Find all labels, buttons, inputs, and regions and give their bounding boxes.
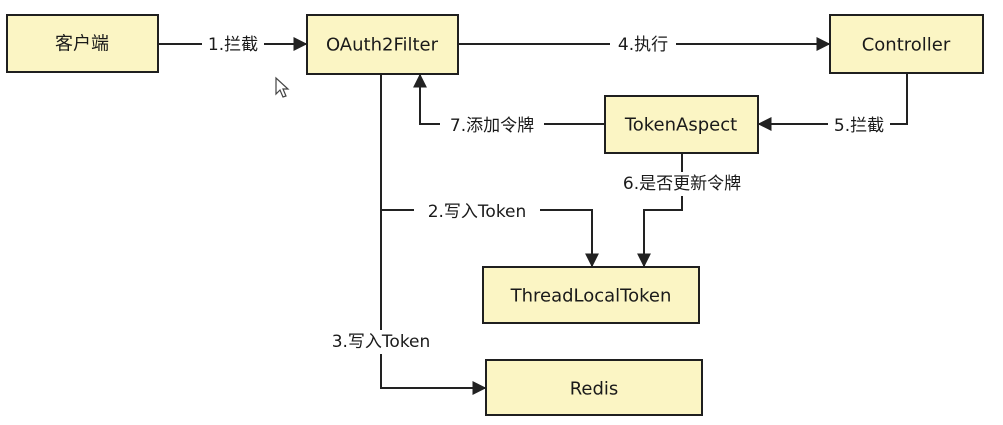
mouse-cursor-icon xyxy=(275,76,290,98)
node-client: 客户端 xyxy=(6,14,159,73)
svg-text:5.拦截: 5.拦截 xyxy=(834,116,884,136)
svg-text:4.执行: 4.执行 xyxy=(618,35,668,55)
svg-text:1.拦截: 1.拦截 xyxy=(208,35,258,55)
edge-5-line xyxy=(757,73,908,131)
node-controller: Controller xyxy=(829,14,984,74)
edge-label-2: 2.写入Token xyxy=(414,200,540,224)
edge-trunk-line xyxy=(380,75,487,395)
svg-text:3.写入Token: 3.写入Token xyxy=(332,332,431,352)
svg-text:OAuth2Filter: OAuth2Filter xyxy=(326,35,439,56)
edge-label-6: 6.是否更新令牌 xyxy=(612,172,752,196)
edge-6-line xyxy=(637,153,683,268)
node-token-aspect: TokenAspect xyxy=(604,95,759,154)
svg-text:6.是否更新令牌: 6.是否更新令牌 xyxy=(623,174,741,194)
svg-text:2.写入Token: 2.写入Token xyxy=(428,202,527,222)
svg-text:Controller: Controller xyxy=(862,35,951,56)
node-redis: Redis xyxy=(485,359,703,416)
svg-text:Redis: Redis xyxy=(570,379,619,400)
edge-label-7: 7.添加令牌 xyxy=(440,114,544,138)
edge-label-4: 4.执行 xyxy=(610,33,676,57)
edge-label-5: 5.拦截 xyxy=(828,114,890,138)
svg-text:客户端: 客户端 xyxy=(55,34,109,55)
edge-label-3: 3.写入Token xyxy=(321,330,441,354)
edge-label-1: 1.拦截 xyxy=(202,33,264,57)
svg-text:TokenAspect: TokenAspect xyxy=(624,115,737,136)
svg-text:ThreadLocalToken: ThreadLocalToken xyxy=(510,286,672,307)
svg-text:7.添加令牌: 7.添加令牌 xyxy=(450,116,534,136)
node-oauth2-filter: OAuth2Filter xyxy=(306,14,459,75)
node-thread-local-token: ThreadLocalToken xyxy=(482,266,700,324)
